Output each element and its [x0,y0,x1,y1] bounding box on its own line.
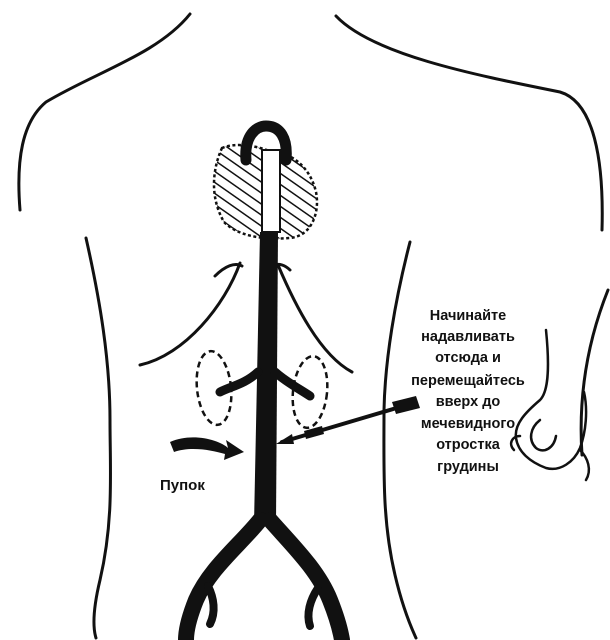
instruction-line-8: грудины [437,459,499,475]
navel-label: Пупок [160,477,205,494]
aorta [186,232,342,640]
left-shoulder-line [19,14,190,210]
instruction-line-1: Начинайте [430,308,506,324]
pen-shaft [282,404,410,442]
instruction-line-5: вверх до [436,394,501,410]
instruction-line-6: мечевидного [421,416,515,432]
navel-pointer-arrow [170,437,244,460]
instruction-line-4: перемещайтесь [411,373,525,389]
instruction-line-2: надавливать [421,329,515,345]
right-rib-line [278,265,352,372]
left-rib-line [140,263,240,365]
instruction-label: Начинайте надавливать отсюда и перемещай… [411,308,525,475]
torso-outline [19,14,608,638]
left-iliac-artery [186,520,260,640]
finger-contour [531,420,556,450]
left-side-contour [86,238,111,638]
pen-barrel [392,396,420,414]
heart [214,126,317,238]
right-shoulder-line [336,16,602,230]
pen-tip [276,434,294,444]
left-internal-iliac [208,586,214,624]
right-side-contour [384,242,416,638]
hand-sketch [511,330,589,480]
instruction-line-3: отсюда и [435,350,501,366]
left-renal-artery [220,372,258,392]
ascending-aorta [262,150,280,232]
instruction-line-7: отростка [436,437,501,453]
right-internal-iliac [308,588,318,626]
